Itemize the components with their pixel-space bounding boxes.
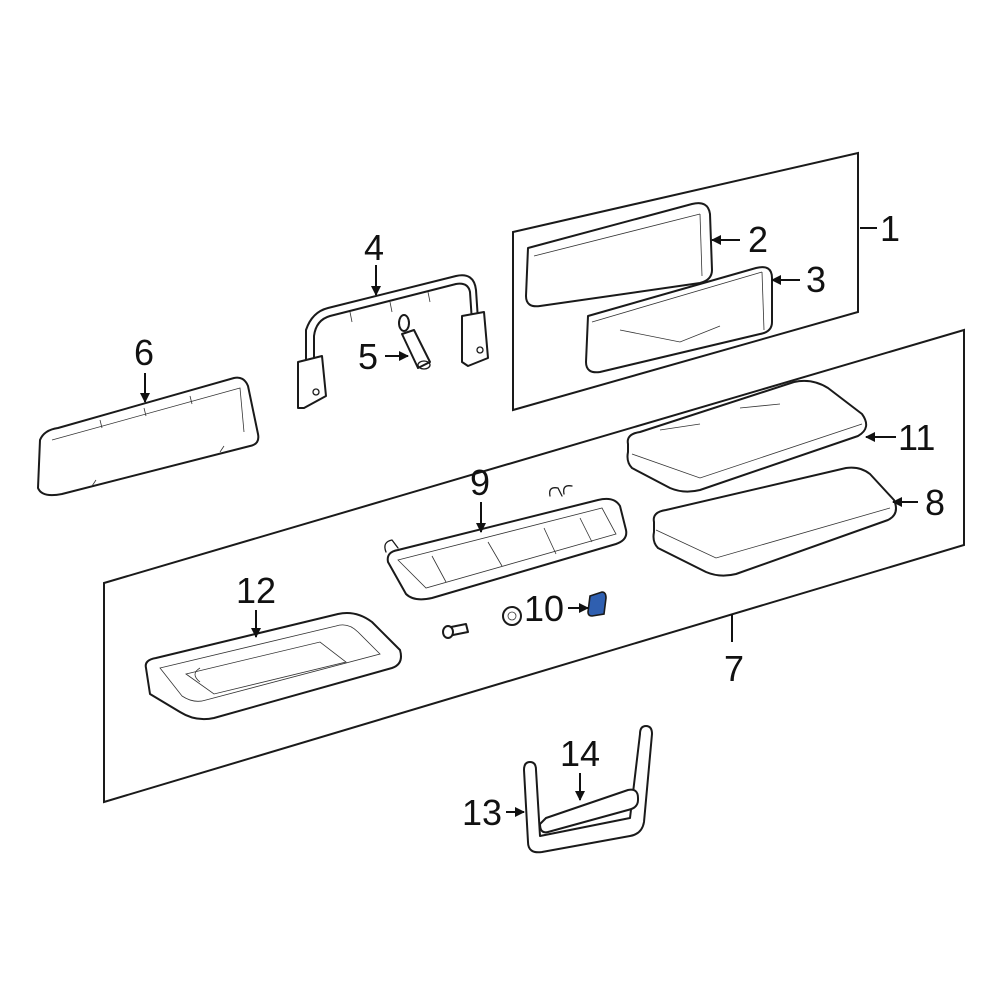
part-11-upper-cushion [626, 379, 868, 493]
callout-9: 9 [470, 462, 490, 503]
part-2-upper-back-pad [525, 202, 713, 308]
callout-1: 1 [880, 208, 900, 249]
part-12-seat-tray [144, 612, 402, 721]
callout-14: 14 [560, 733, 600, 774]
part-8-lower-cushion [652, 466, 897, 577]
callout-11: 11 [898, 417, 935, 458]
callout-12: 12 [236, 570, 276, 611]
callout-5: 5 [358, 336, 378, 377]
part-3-lower-back-pad [585, 266, 773, 374]
bolt-icon [442, 623, 469, 639]
part-5-strut [398, 314, 431, 370]
callout-4: 4 [364, 227, 384, 268]
part-9-seat-frame [384, 485, 628, 601]
callout-10: 10 [524, 588, 564, 629]
callout-3: 3 [806, 259, 826, 300]
callout-7: 7 [724, 648, 744, 689]
callout-2: 2 [748, 219, 768, 260]
washer-icon [502, 606, 522, 626]
part-10-clip-highlighted [587, 591, 607, 617]
callout-8: 8 [925, 482, 945, 523]
part-4-seatback-frame [297, 274, 489, 409]
callout-13: 13 [462, 792, 502, 833]
part-13-u-tube [523, 725, 653, 854]
seatback-group-panel [512, 151, 859, 412]
part-14-cross-bar [539, 788, 639, 834]
callout-6: 6 [134, 332, 154, 373]
part-6-side-panel [37, 376, 260, 497]
cushion-group-panel [103, 328, 965, 804]
